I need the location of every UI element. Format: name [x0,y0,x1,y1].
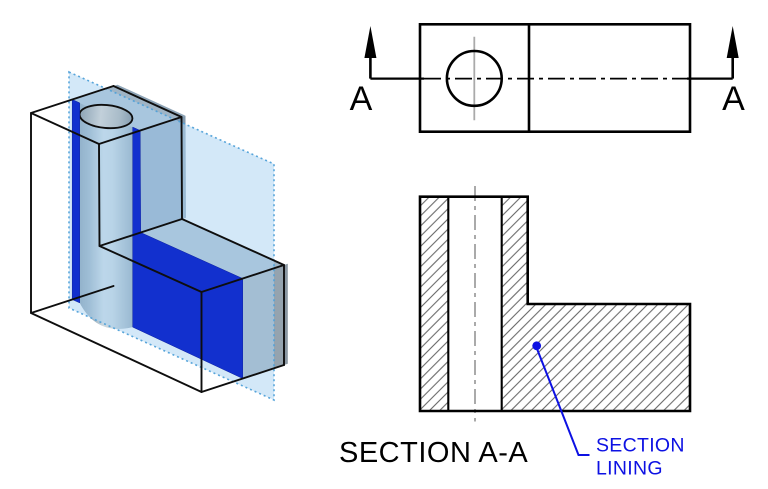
wireframe-depth-edge-c [98,218,183,247]
section-view: SECTION A-A [339,186,692,469]
wireframe-depth-edge-b [98,116,183,145]
wireframe-depth-edge-f [30,285,115,314]
isometric-cutaway-view [30,70,288,402]
callout-text-line1: SECTION [596,435,685,457]
plan-view: A A [350,22,745,134]
section-arrow-right [726,26,739,79]
section-label-left: A [350,80,373,118]
section-arrow-left [364,26,377,79]
wireframe-depth-edge-e [200,364,285,393]
wireframe-front-half [30,85,285,393]
callout-leader-line [535,347,590,456]
section-face-left-strip [71,99,80,304]
hatch-region-left [420,196,449,411]
hatch-region-right [501,196,690,411]
wireframe-depth-edge-d [200,264,285,293]
wireframe-depth-edge-a [30,85,115,114]
section-label-right: A [722,80,745,118]
section-lining-callout: SECTION LINING [532,341,685,480]
callout-dot [532,341,542,351]
arrowhead-right-icon [726,26,739,58]
section-title: SECTION A-A [339,437,528,469]
callout-text-line2: LINING [596,458,663,480]
rear-top-sliver [113,84,186,117]
section-outline [418,195,692,413]
arrowhead-left-icon [364,26,377,58]
